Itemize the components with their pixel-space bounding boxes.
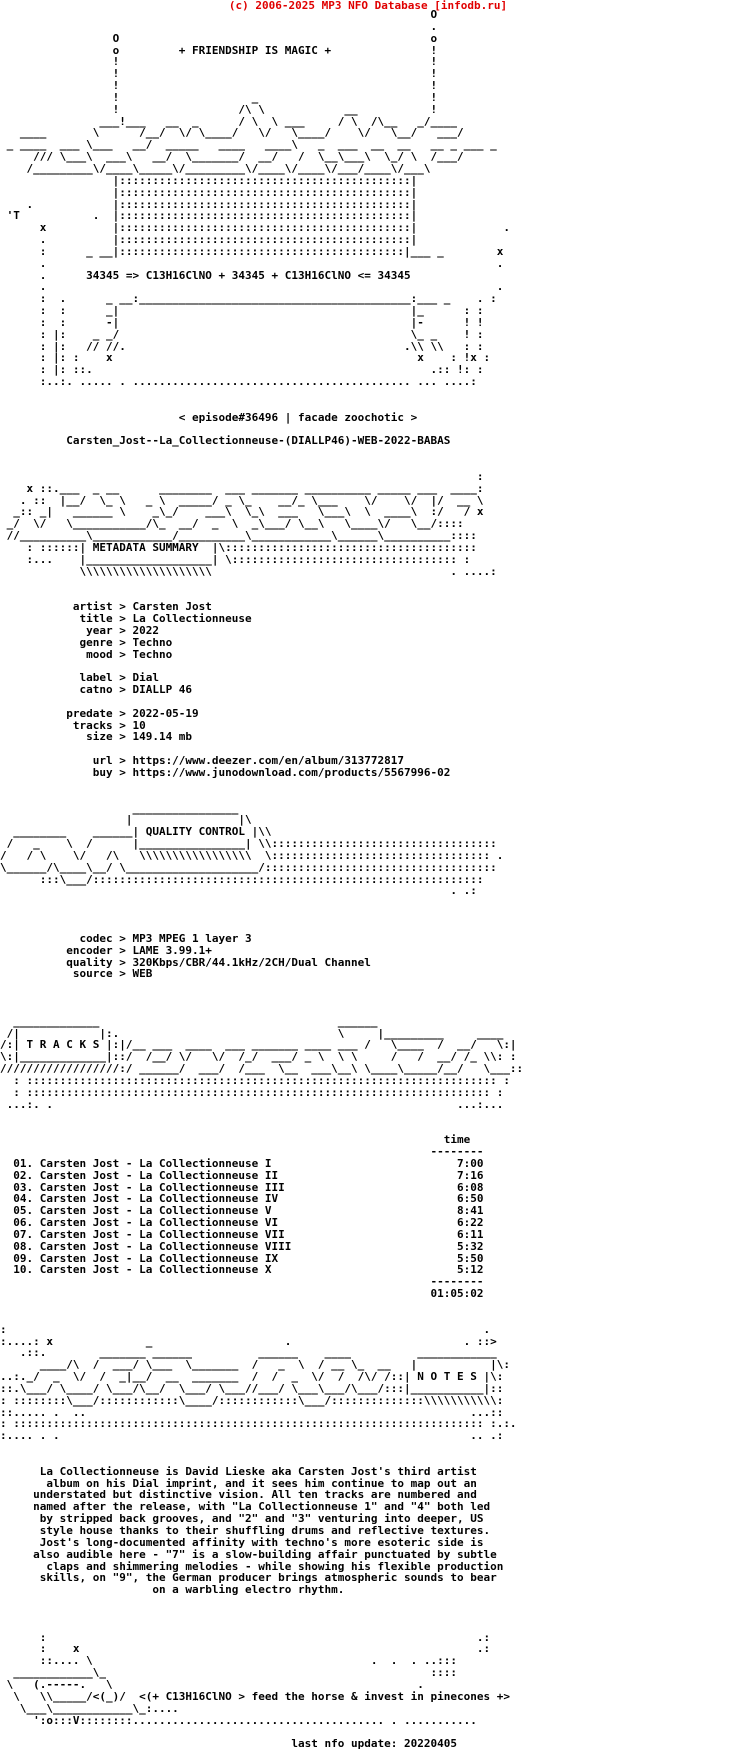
site-copyright-header[interactable]: (c) 2006-2025 MP3 NFO Database [infodb.r…	[228, 0, 508, 12]
nfo-ascii-document: O . O o o + FRIENDSHIP IS MAGIC +	[0, 8, 524, 1751]
